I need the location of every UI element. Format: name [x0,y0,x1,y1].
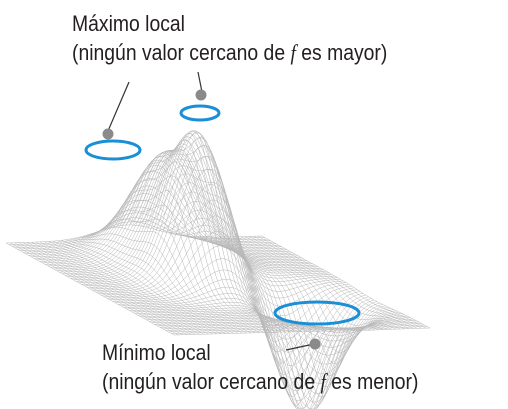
mesh-line [22,242,192,335]
mesh-line [5,242,175,336]
extremum-point [195,89,207,101]
mesh-line [48,241,217,335]
local-min-note: (ningún valor cercano de f es menor) [102,369,418,395]
mesh-line [168,324,425,333]
extrema-points [102,89,321,350]
extrema-rings [84,104,361,326]
leader-lines [107,71,315,351]
mesh-line [39,241,209,335]
mesh-line [14,242,183,336]
extremum-ring [179,104,221,122]
mesh-line [10,242,179,336]
mesh-line [98,199,355,340]
leader-line [285,343,315,351]
mesh-line [35,241,205,335]
leader-line [107,81,130,132]
local-min-note-text: (ningún valor cercano de [102,369,316,394]
local-max-title: Máximo local [72,11,185,36]
mesh-line [27,242,196,335]
function-f-symbol: f [290,40,296,65]
extremum-point [102,128,114,140]
mesh-line [159,320,417,329]
local-min-note-end: es menor) [331,369,419,394]
mesh-line [173,327,431,336]
local-max-note: (ningún valor cercano de f es mayor) [72,40,387,66]
mesh-line [31,241,200,335]
extremum-ring [84,139,142,161]
surface-mesh [5,130,431,409]
mesh-line [157,318,414,331]
mesh-line [18,242,187,335]
mesh-line [165,323,422,331]
mesh-line [36,159,293,261]
leader-line [197,71,203,93]
local-max-note-text: (ningún valor cercano de [72,40,286,65]
extremum-ring [273,300,361,326]
extremum-point [309,338,321,350]
mesh-line [171,326,428,334]
mesh-line [162,321,419,330]
mesh-line [44,241,213,335]
function-f-symbol: f [320,369,326,394]
mesh-line [28,178,285,256]
local-max-note-end: es mayor) [301,40,388,65]
mesh-line [87,145,344,299]
local-min-title: Mínimo local [102,340,211,365]
